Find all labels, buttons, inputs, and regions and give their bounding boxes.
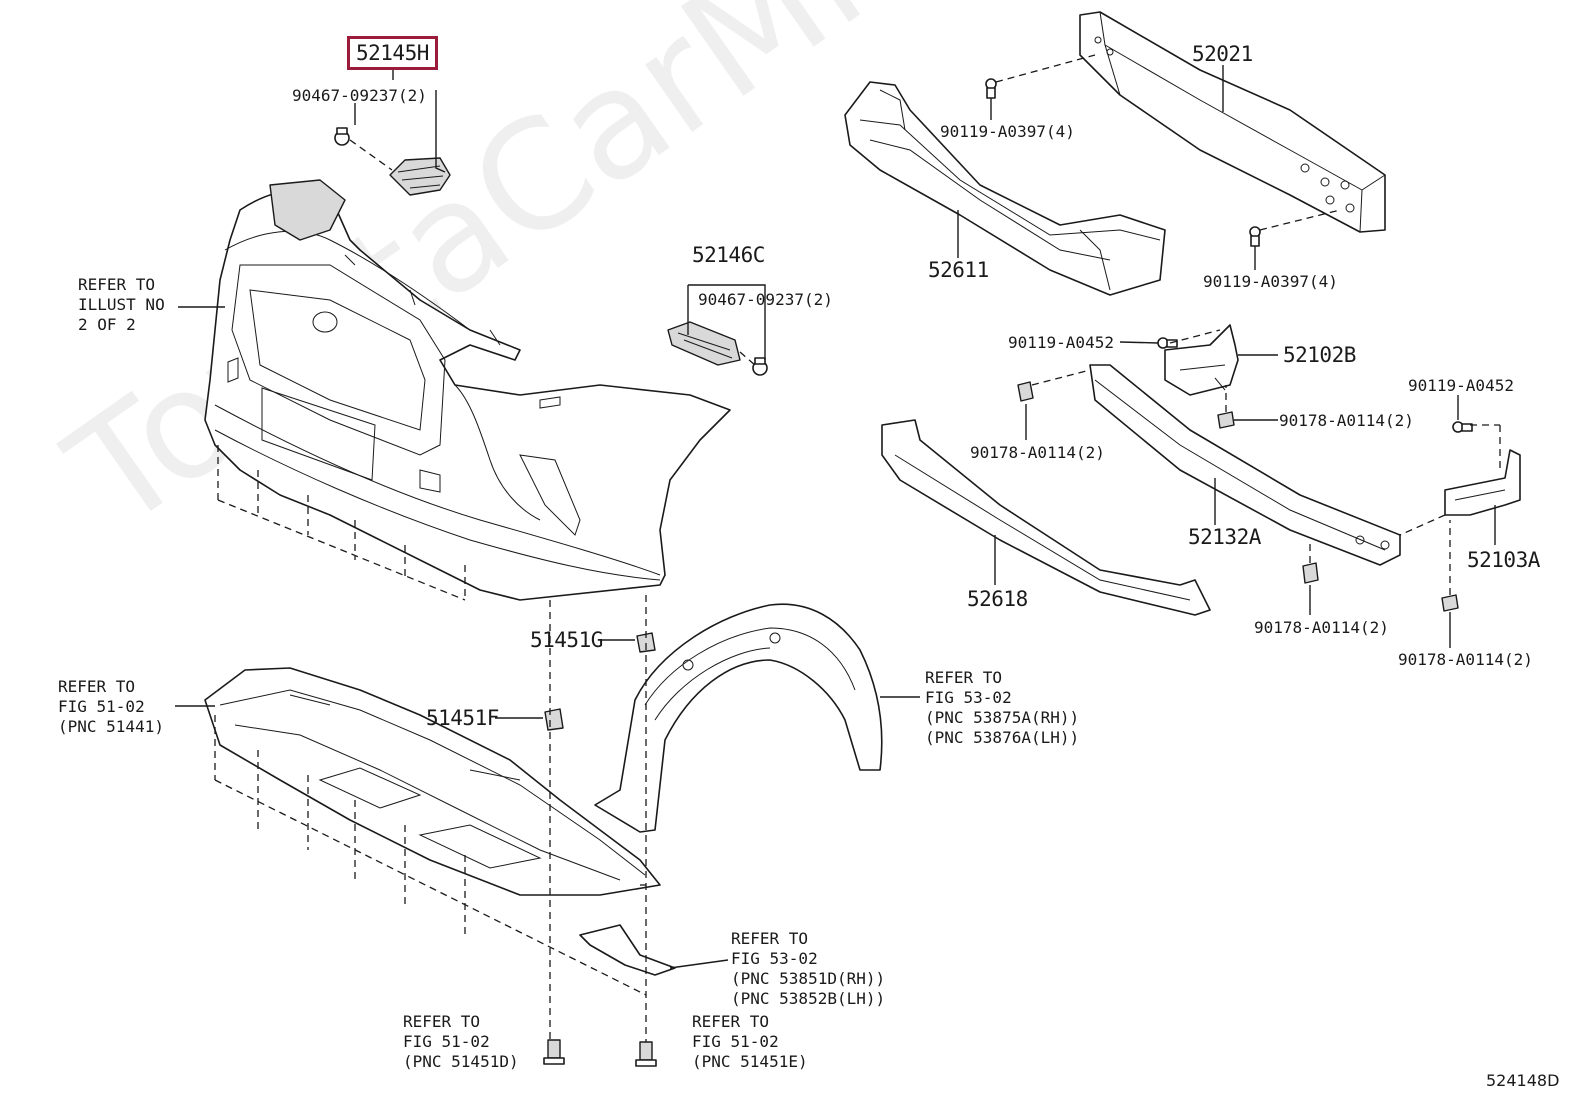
refer-fig-51-02-a-label[interactable]: REFER TO FIG 51-02 (PNC 51441) (58, 677, 164, 736)
part-90467-top-label[interactable]: 90467-09237(2) (292, 86, 427, 105)
under-cover-drawing (204, 667, 661, 896)
part-52145H-label[interactable]: 52145H (347, 36, 438, 70)
bracket-52103A-drawing (1444, 449, 1521, 516)
part-51451F-label[interactable]: 51451F (426, 706, 499, 730)
bottom-bolts-drawing (543, 1039, 657, 1067)
part-52146C-label[interactable]: 52146C (692, 243, 765, 267)
bracket-53851-drawing (579, 924, 676, 976)
fasteners-right-drawing (985, 78, 1473, 612)
part-52611-label[interactable]: 52611 (928, 258, 989, 282)
part-90178-b-label[interactable]: 90178-A0114(2) (1279, 411, 1414, 430)
refer-fig-53-02-b-label[interactable]: REFER TO FIG 53-02 (PNC 53851D(RH)) (PNC… (731, 929, 886, 1008)
part-90119-a0452-b-label[interactable]: 90119-A0452 (1408, 376, 1514, 395)
absorber-52618-drawing (881, 419, 1211, 616)
refer-fig-51-02-c-label[interactable]: REFER TO FIG 51-02 (PNC 51451E) (692, 1012, 808, 1071)
part-90178-c-label[interactable]: 90178-A0114(2) (1254, 618, 1389, 637)
bumper-cover-drawing (204, 179, 731, 601)
part-90178-d-label[interactable]: 90178-A0114(2) (1398, 650, 1533, 669)
part-51451G-label[interactable]: 51451G (530, 628, 603, 652)
refer-illust-label[interactable]: REFER TO ILLUST NO 2 OF 2 (78, 275, 165, 334)
part-90467-mid-label[interactable]: 90467-09237(2) (698, 290, 833, 309)
reinforcement-52132A-drawing (1089, 364, 1401, 566)
fender-liner-drawing (594, 603, 883, 833)
part-52021-label[interactable]: 52021 (1192, 42, 1253, 66)
bracket-52146C-drawing (667, 321, 768, 376)
refer-fig-51-02-b-label[interactable]: REFER TO FIG 51-02 (PNC 51451D) (403, 1012, 519, 1071)
part-90119-a0452-a-label[interactable]: 90119-A0452 (1008, 333, 1114, 352)
diagram-id: 524148D (1486, 1071, 1560, 1090)
leader-lines (175, 54, 1501, 1042)
part-52102B-label[interactable]: 52102B (1283, 343, 1356, 367)
part-52132A-label[interactable]: 52132A (1188, 525, 1261, 549)
part-90119-a0397-bottom-label[interactable]: 90119-A0397(4) (1203, 272, 1338, 291)
part-52103A-label[interactable]: 52103A (1467, 548, 1540, 572)
part-52618-label[interactable]: 52618 (967, 587, 1028, 611)
part-90178-a-label[interactable]: 90178-A0114(2) (970, 443, 1105, 462)
refer-fig-53-02-a-label[interactable]: REFER TO FIG 53-02 (PNC 53875A(RH)) (PNC… (925, 668, 1080, 747)
reinforcement-52021-drawing (1079, 11, 1386, 233)
bracket-52145H-drawing (334, 127, 451, 196)
part-90119-a0397-top-label[interactable]: 90119-A0397(4) (940, 122, 1075, 141)
absorber-52611-drawing (844, 81, 1166, 296)
bracket-52102B-drawing (1164, 324, 1239, 396)
